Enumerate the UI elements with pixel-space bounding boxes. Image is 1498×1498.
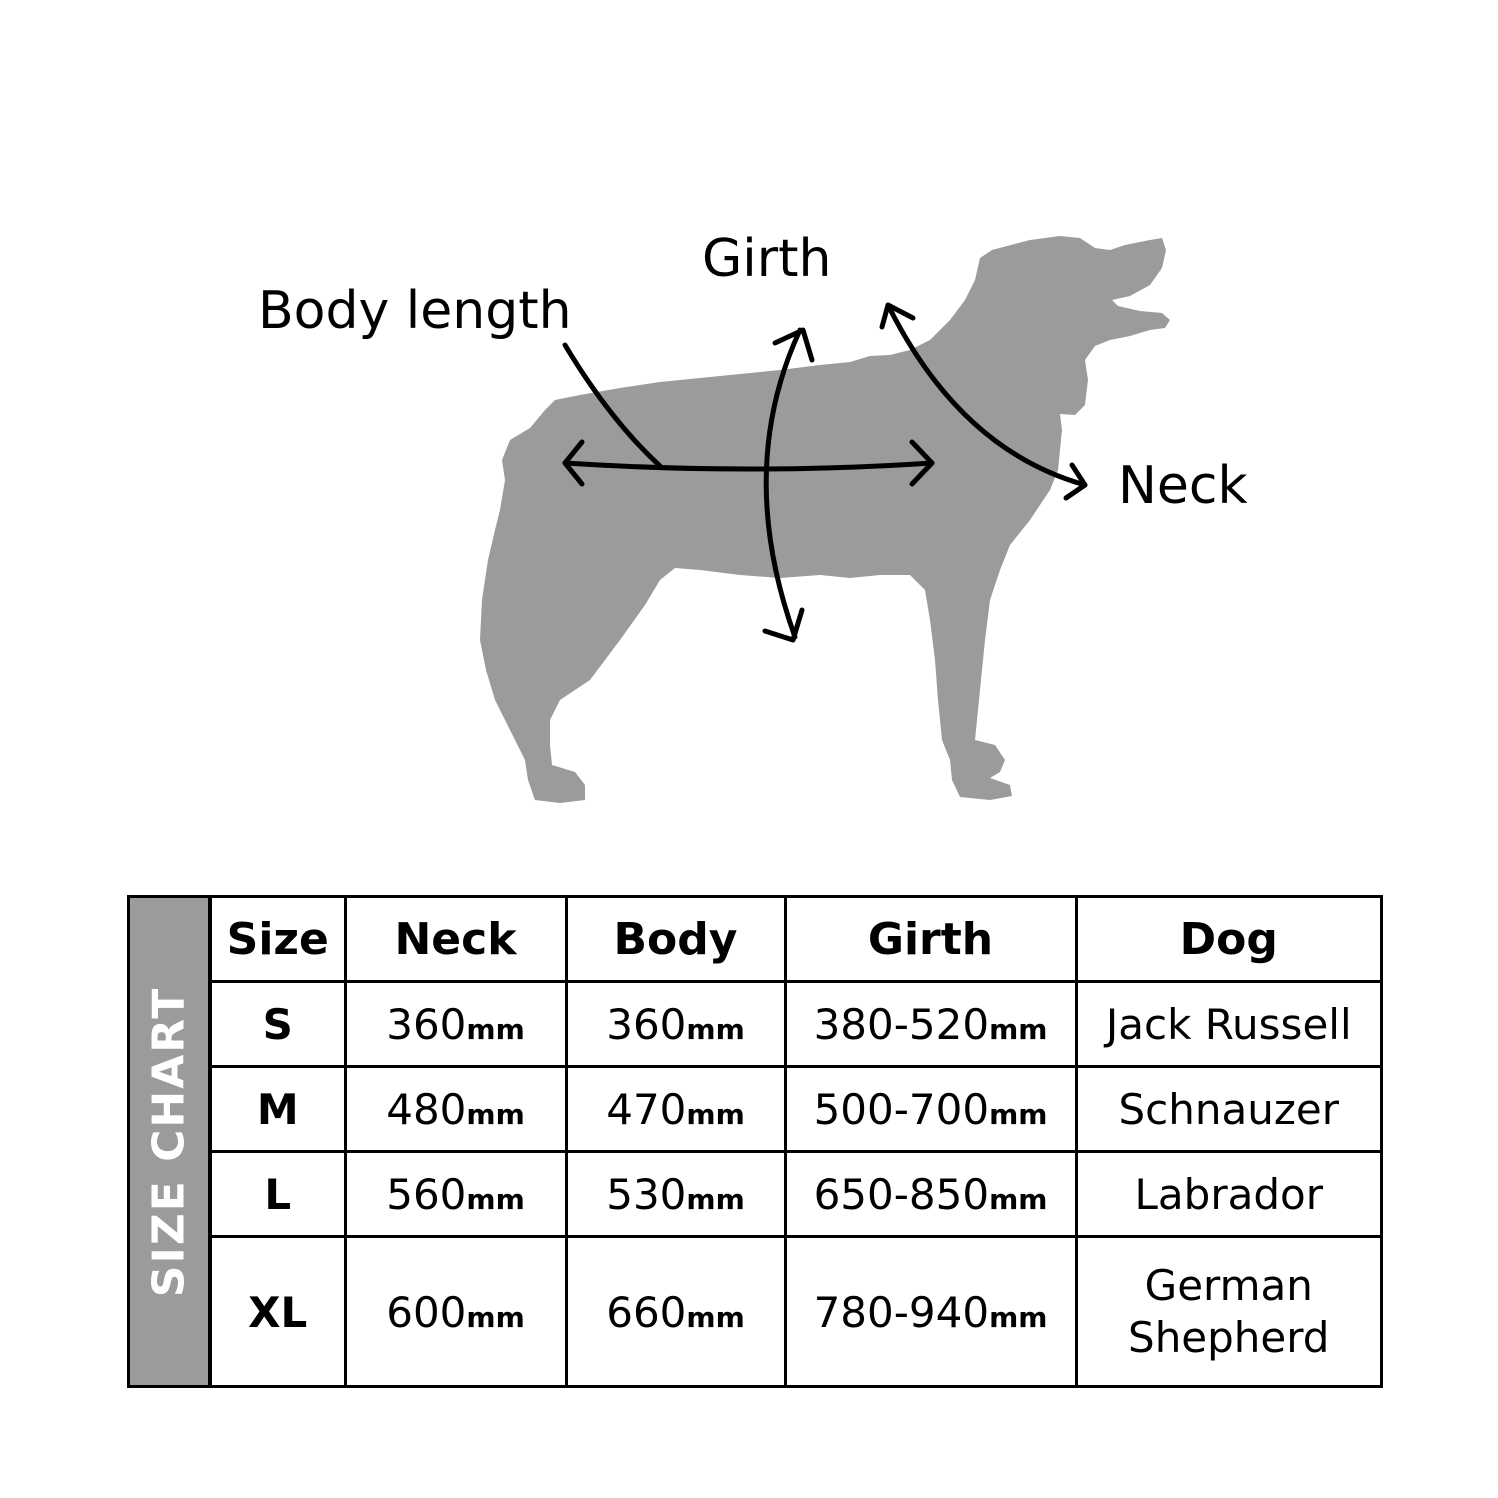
size-cell: S <box>212 980 347 1068</box>
size-chart-table: Size Neck Body Girth Dog S 360mm 360mm 3… <box>212 898 1380 1386</box>
body-cell: 660mm <box>564 1235 787 1386</box>
header-body: Body <box>564 898 787 983</box>
size-chart-side-bar: SIZE CHART <box>130 898 212 1385</box>
girth-arrow-icon <box>763 327 803 640</box>
girth-cell: 650-850mm <box>783 1150 1078 1238</box>
dog-cell: Labrador <box>1074 1150 1380 1238</box>
header-neck: Neck <box>343 898 568 983</box>
size-cell: XL <box>212 1235 347 1386</box>
body-length-label: Body length <box>258 281 572 341</box>
header-girth: Girth <box>783 898 1078 983</box>
body-length-leader-line <box>562 342 663 469</box>
size-chart: SIZE CHART Size Neck Body Girth Dog S 36… <box>127 895 1383 1388</box>
neck-cell: 360mm <box>343 980 568 1068</box>
girth-cell: 380-520mm <box>783 980 1078 1068</box>
table-row: M 480mm 470mm 500-700mm Schnauzer <box>212 1065 1380 1153</box>
table-header-row: Size Neck Body Girth Dog <box>212 898 1380 983</box>
header-size: Size <box>212 898 347 983</box>
table-row: S 360mm 360mm 380-520mm Jack Russell <box>212 980 1380 1068</box>
girth-label: Girth <box>702 229 832 289</box>
neck-cell: 600mm <box>343 1235 568 1386</box>
girth-cell: 780-940mm <box>783 1235 1078 1386</box>
dog-cell: Jack Russell <box>1074 980 1380 1068</box>
body-length-arrow-icon <box>562 460 935 472</box>
neck-cell: 560mm <box>343 1150 568 1238</box>
table-row: XL 600mm 660mm 780-940mm German Shepherd <box>212 1235 1380 1386</box>
dog-measurement-diagram: Body length Girth Neck <box>258 229 1248 803</box>
neck-arrow-icon <box>885 302 1088 488</box>
header-dog: Dog <box>1074 898 1380 983</box>
neck-cell: 480mm <box>343 1065 568 1153</box>
body-cell: 470mm <box>564 1065 787 1153</box>
girth-cell: 500-700mm <box>783 1065 1078 1153</box>
body-cell: 530mm <box>564 1150 787 1238</box>
table-row: L 560mm 530mm 650-850mm Labrador <box>212 1150 1380 1238</box>
dog-cell: German Shepherd <box>1074 1235 1380 1386</box>
dog-cell: Schnauzer <box>1074 1065 1380 1153</box>
dog-silhouette-icon <box>480 236 1170 803</box>
body-cell: 360mm <box>564 980 787 1068</box>
size-cell: L <box>212 1150 347 1238</box>
neck-label: Neck <box>1118 456 1248 516</box>
size-cell: M <box>212 1065 347 1153</box>
size-chart-side-label: SIZE CHART <box>143 986 195 1297</box>
